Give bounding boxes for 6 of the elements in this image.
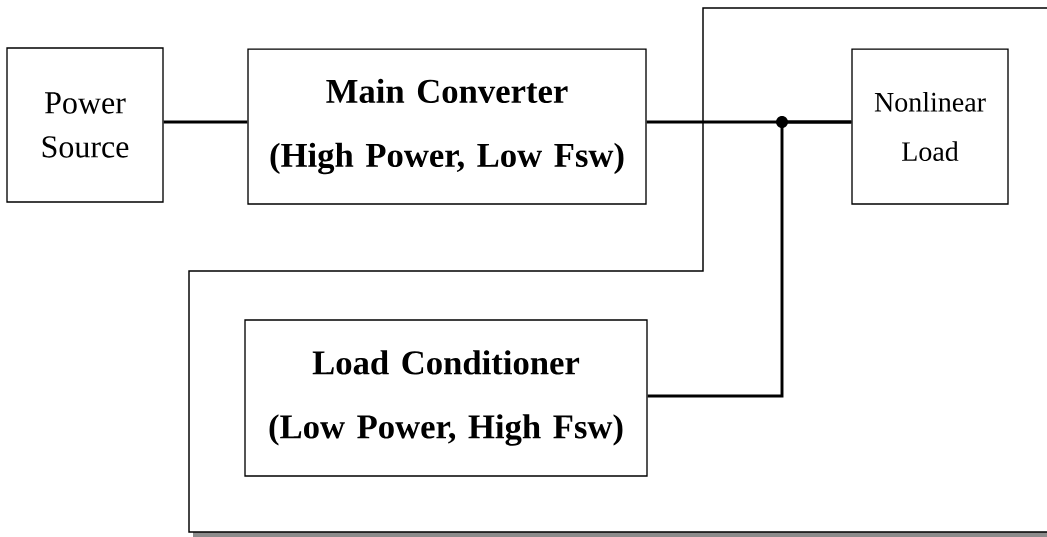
block-box: Power Source bbox=[6, 47, 164, 203]
block-box: Main Converter (High Power, Low Fsw) bbox=[247, 48, 647, 205]
block-box: Nonlinear Load bbox=[851, 48, 1009, 205]
wire bbox=[163, 120, 248, 124]
block-box: Load Conditioner (Low Power, High Fsw) bbox=[244, 319, 648, 477]
wire bbox=[647, 120, 852, 398]
